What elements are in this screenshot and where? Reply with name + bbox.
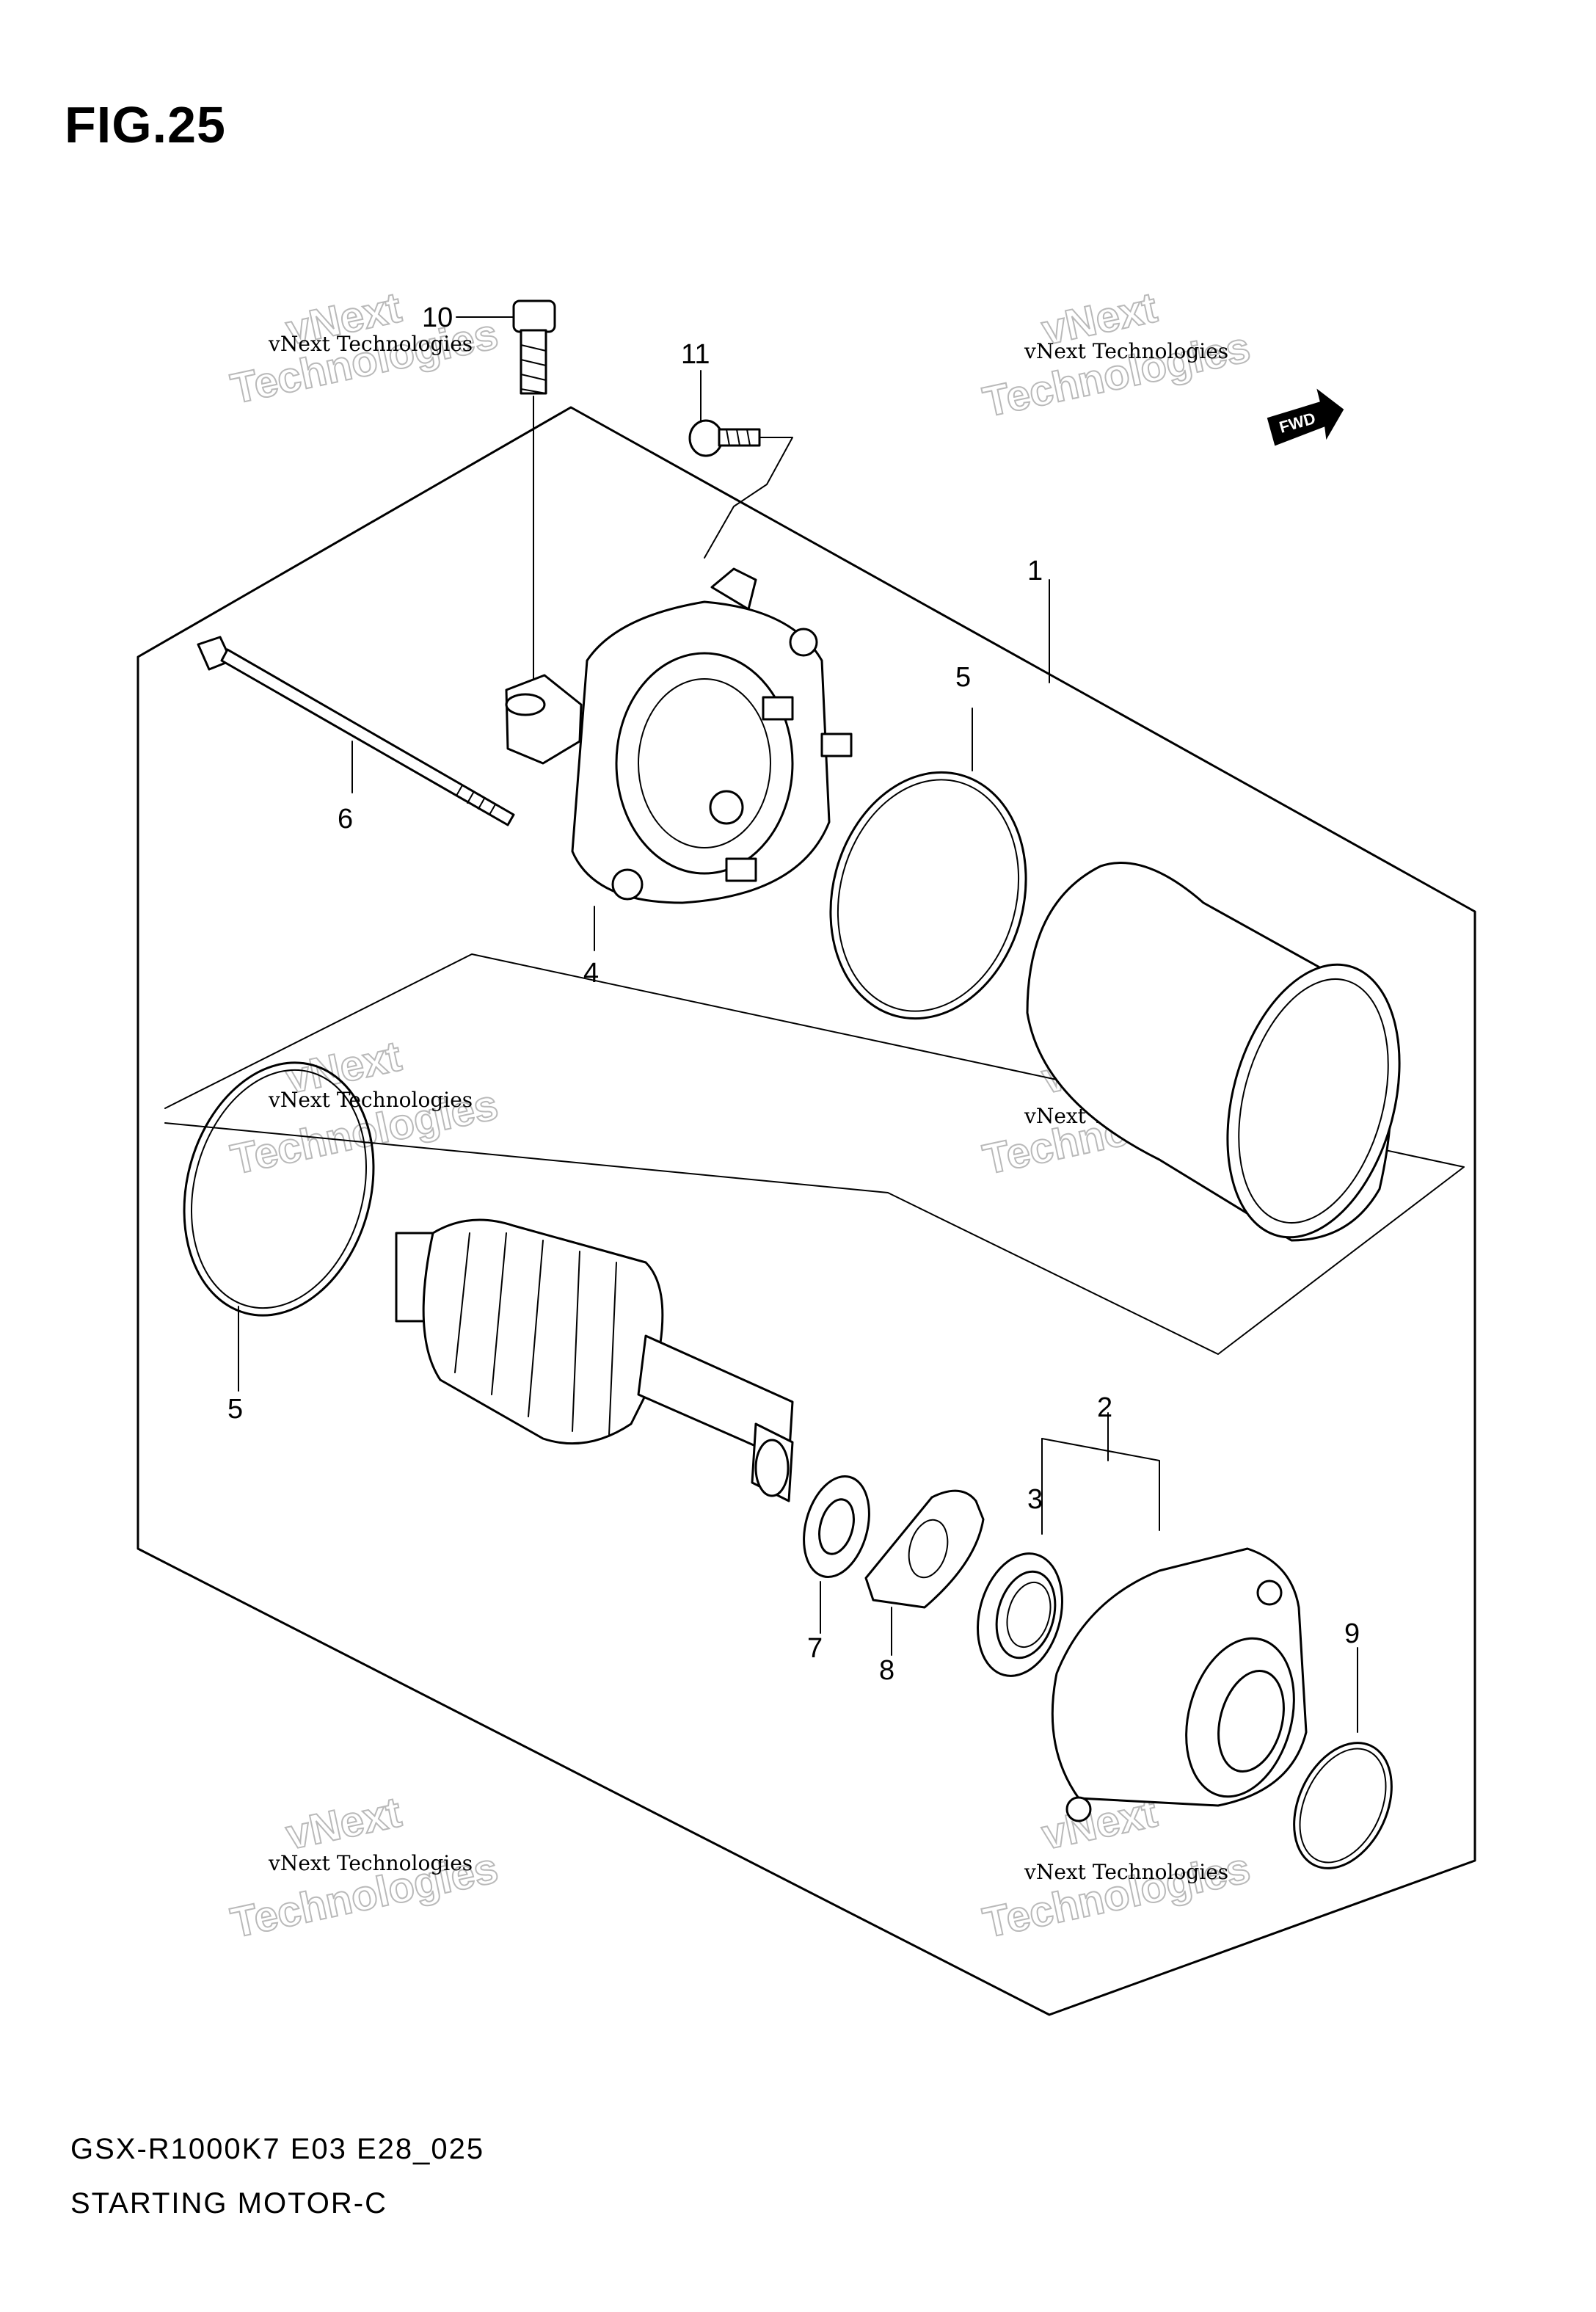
model-code: GSX-R1000K7 E03 E28_025 — [70, 2133, 485, 2165]
armature-inner-box — [164, 953, 1465, 1355]
part-3-oil-seal — [976, 1438, 1064, 1677]
part-4-end-cover — [505, 567, 853, 951]
watermark-text: vNext Technologies — [268, 332, 473, 356]
callout-10: 10 — [422, 302, 453, 333]
callout-11: 11 — [681, 339, 710, 370]
watermark-text: vNext Technologies — [268, 1088, 473, 1112]
callout-8: 8 — [879, 1655, 894, 1686]
callout-7: 7 — [807, 1633, 823, 1664]
part-5-o-ring-upper — [829, 708, 1027, 1020]
callout-5-lower: 5 — [227, 1394, 243, 1425]
watermark-bottom-left: Technologies vNext vNext Technologies — [226, 1787, 503, 1947]
part-8-lock-plate — [864, 1489, 985, 1656]
assembly-1-box — [136, 406, 1476, 2016]
figure-title: FIG.25 — [65, 96, 226, 153]
callout-4: 4 — [583, 958, 599, 989]
callout-labels: 10 11 1 5 6 4 5 2 3 7 8 9 — [227, 302, 1360, 1686]
callout-1: 1 — [1027, 556, 1043, 586]
watermark-text: vNext — [282, 1788, 405, 1858]
armature — [395, 1218, 794, 1502]
part-11-screw — [688, 419, 793, 559]
callout-5-upper: 5 — [955, 662, 971, 693]
callout-6: 6 — [338, 804, 353, 835]
callout-9: 9 — [1344, 1618, 1360, 1649]
section-name: STARTING MOTOR-C — [70, 2187, 387, 2220]
callout-3: 3 — [1027, 1484, 1043, 1515]
watermark-top-right: Technologies vNext vNext Technologies — [978, 283, 1255, 426]
watermark-text: vNext Technologies — [1024, 1860, 1228, 1884]
watermark-text: vNext Technologies — [268, 1851, 473, 1875]
watermark-text: vNext Technologies — [1024, 339, 1228, 363]
watermark-mid-left: Technologies vNext vNext Technologies — [226, 1031, 503, 1184]
part-1-yoke — [1026, 579, 1401, 1242]
fwd-arrow-icon: FWD — [1267, 388, 1344, 446]
part-5-o-ring-lower — [183, 1061, 375, 1392]
watermark-bottom-right: Technologies vNext vNext Technologies — [978, 1787, 1255, 1947]
part-10-bolt — [512, 299, 556, 687]
part-6-through-bolt — [197, 636, 515, 826]
watermark-top-left: Technologies vNext vNext Technologies — [226, 283, 503, 413]
part-2-end-bracket — [1041, 1412, 1308, 1822]
callout-2: 2 — [1097, 1392, 1112, 1423]
part-7-washer — [803, 1475, 870, 1634]
part-9-o-ring — [1293, 1647, 1393, 1869]
